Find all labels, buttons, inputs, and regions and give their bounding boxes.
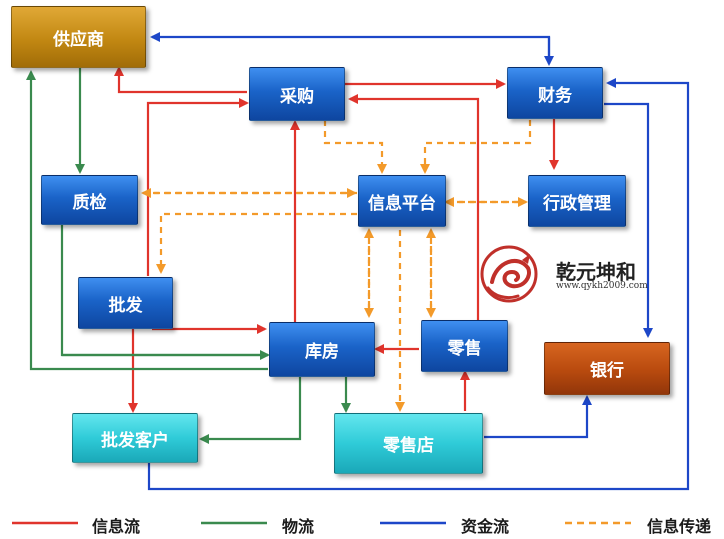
node-info-platform: 信息平台 <box>358 175 446 227</box>
legend-capital-flow: 资金流 <box>461 517 510 536</box>
legend-info-transfer: 信息传递 <box>647 517 712 536</box>
dragon-emblem-icon <box>480 245 538 303</box>
node-bank: 银行 <box>544 342 670 395</box>
capital-flow-lines <box>147 32 690 491</box>
legend-logistics: 物流 <box>282 517 315 536</box>
logo-title: 乾元坤和 <box>556 260 636 284</box>
info-transfer-lines <box>141 120 532 412</box>
company-logo <box>478 244 658 304</box>
legend-info-flow: 信息流 <box>92 517 141 536</box>
node-qc: 质检 <box>41 175 138 225</box>
node-retail-store: 零售店 <box>334 413 483 474</box>
node-warehouse: 库房 <box>269 322 375 377</box>
node-wholesale-customer: 批发客户 <box>72 413 198 463</box>
node-supplier: 供应商 <box>11 6 146 68</box>
logo-url: www.qykh2009.com <box>556 281 648 291</box>
node-purchasing: 采购 <box>249 67 345 121</box>
node-wholesale: 批发 <box>78 277 173 329</box>
node-retail: 零售 <box>421 320 508 372</box>
node-finance: 财务 <box>507 67 603 119</box>
node-admin: 行政管理 <box>528 175 626 227</box>
logistics-lines <box>26 68 351 444</box>
